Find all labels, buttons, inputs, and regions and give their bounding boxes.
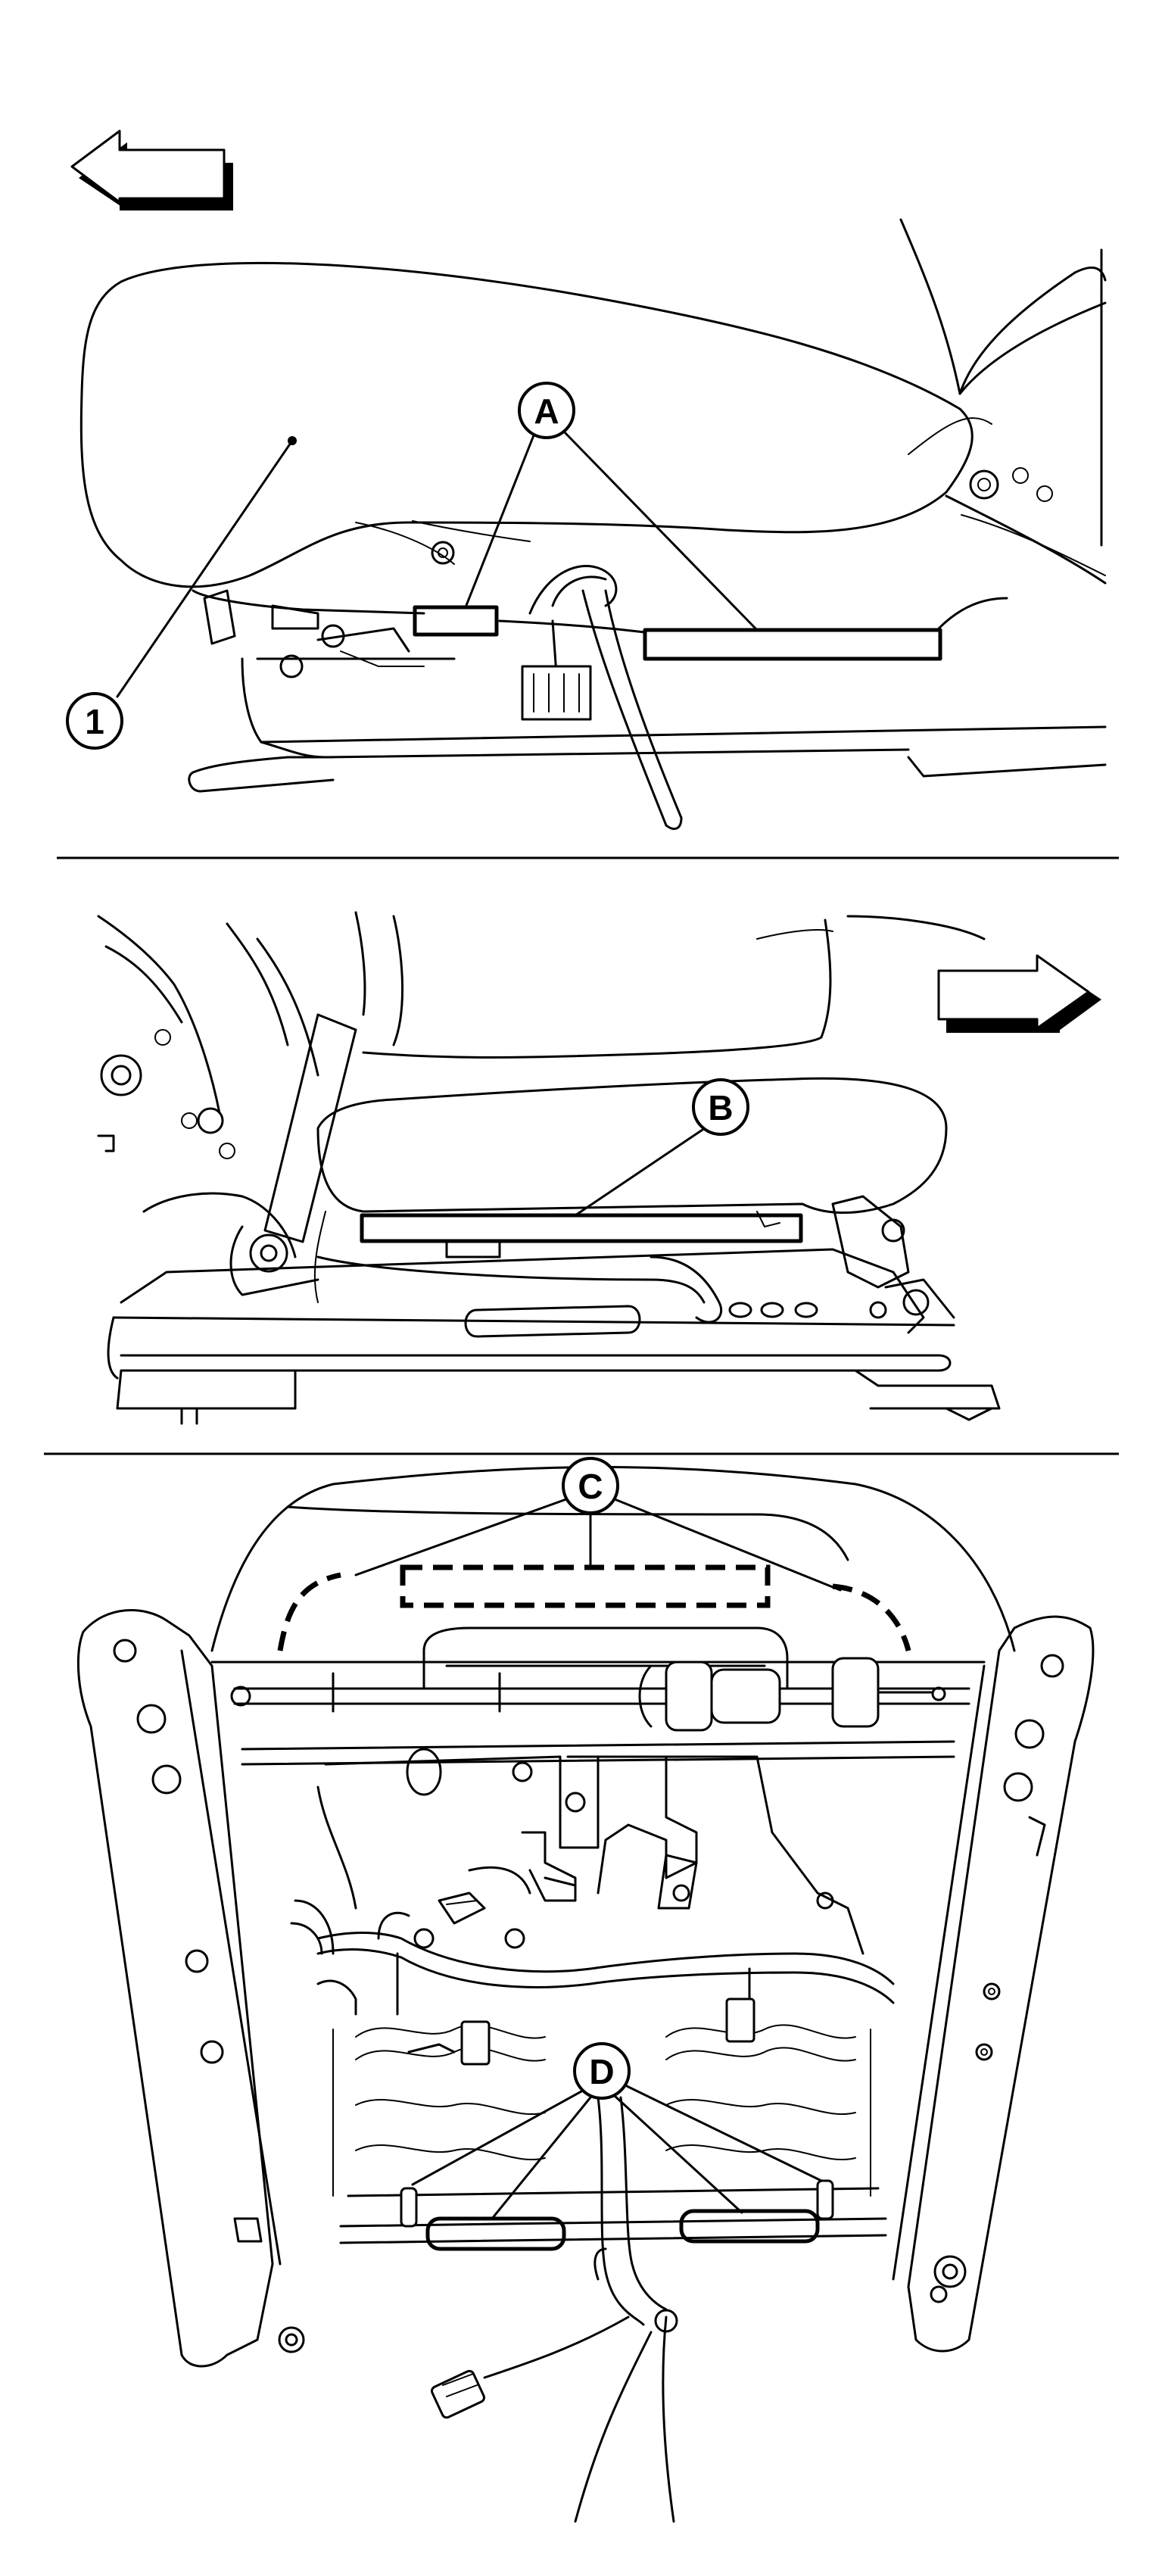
pad-a-left: [413, 605, 499, 637]
top-panel: 1 A: [66, 129, 1107, 831]
callout-d-circle: [573, 2042, 631, 2100]
pad-d-right: [679, 2209, 820, 2244]
pad-a-right: [643, 628, 942, 661]
pad-c-left: [277, 1572, 341, 1651]
middle-seat-cushion: [316, 1077, 948, 1215]
callout-c-label: C: [578, 1467, 603, 1506]
pad-d-left: [425, 2216, 566, 2251]
callout-d-label: D: [589, 2052, 614, 2091]
front-direction-arrow-left: [70, 129, 233, 211]
callout-1-label: 1: [85, 702, 104, 741]
callout-a-circle: [518, 382, 575, 439]
callout-b-circle: [692, 1078, 749, 1136]
bottom-panel: C: [76, 1457, 1095, 2523]
pad-c-right: [832, 1583, 911, 1651]
front-direction-arrow-right: [937, 954, 1101, 1033]
callout-b-label: B: [708, 1088, 733, 1127]
pad-b: [360, 1213, 803, 1243]
callout-1-circle: [66, 692, 123, 750]
callout-a-label: A: [534, 391, 559, 431]
middle-panel: B: [97, 911, 1101, 1425]
seat-cushion-outline: [79, 261, 974, 588]
pad-c-center: [400, 1564, 771, 1608]
